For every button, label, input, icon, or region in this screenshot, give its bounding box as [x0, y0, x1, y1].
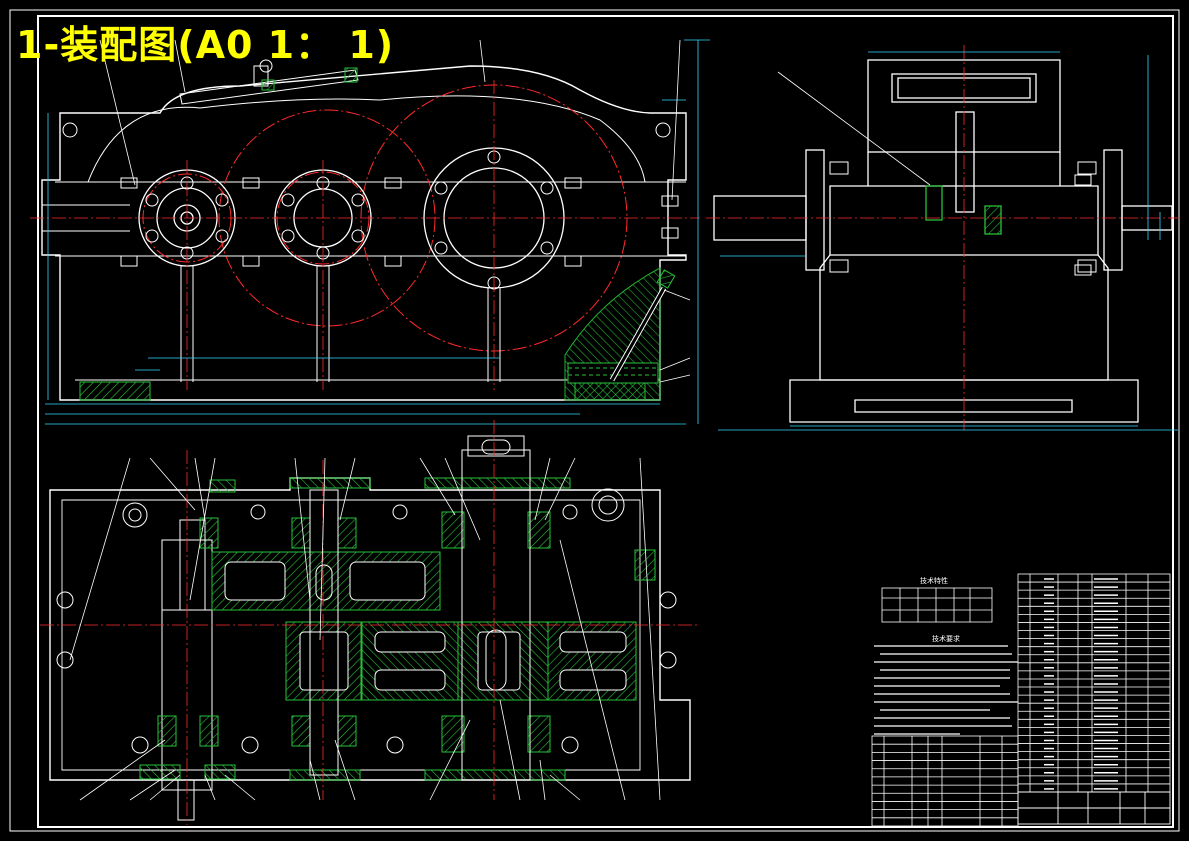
front-view: [30, 39, 710, 425]
sheet-border: [9, 9, 1180, 832]
technical-characteristics-table: [881, 587, 993, 623]
drawing-title: 1-装配图(A0 1： 1): [16, 23, 395, 67]
requirements-text: [874, 645, 1018, 735]
parts-list-right: [1017, 573, 1171, 793]
requirements-title: 技术要求: [932, 634, 960, 643]
parts-list: [871, 735, 1019, 827]
tech-table-title: 技术特性: [920, 576, 948, 585]
side-view: [713, 59, 1173, 423]
front-housing-outline: [41, 65, 687, 401]
top-view: [40, 420, 700, 825]
title-block: [1017, 791, 1171, 825]
